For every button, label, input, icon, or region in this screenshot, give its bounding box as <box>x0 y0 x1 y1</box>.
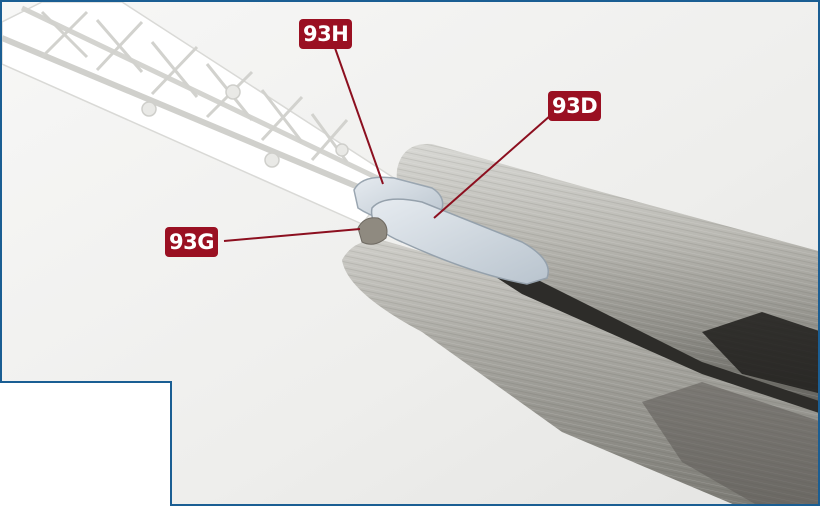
part-label-93g: 93G <box>165 227 218 257</box>
part-label-93d: 93D <box>548 91 602 121</box>
grey-plastic-parts <box>353 176 549 285</box>
upper-plier-jaw <box>396 143 818 413</box>
leader-line-93h <box>334 47 384 185</box>
inset-panel <box>0 381 172 506</box>
part-label-93h: 93H <box>299 19 353 49</box>
leader-lines <box>223 47 552 242</box>
lower-plier-jaw <box>342 239 818 504</box>
leader-line-93d <box>433 114 552 219</box>
leader-line-93g <box>223 228 361 242</box>
